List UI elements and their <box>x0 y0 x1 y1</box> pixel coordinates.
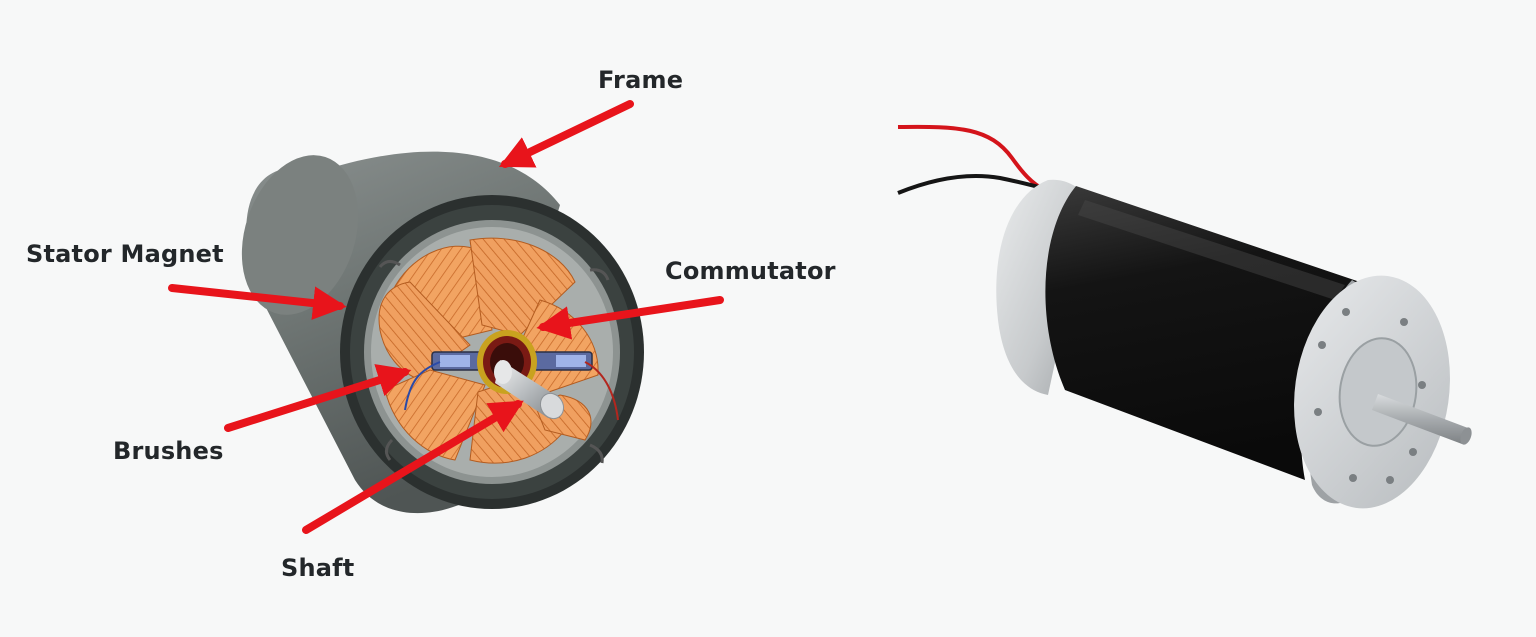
callout-arrows <box>168 100 724 534</box>
frame-arrow <box>498 100 634 168</box>
shaft <box>494 360 565 420</box>
motor-photo <box>897 124 1472 509</box>
shaft-arrow <box>302 400 524 534</box>
frame-back <box>241 155 359 315</box>
stator-magnet-label: Stator Magnet <box>26 240 224 268</box>
shaft-label: Shaft <box>281 554 355 582</box>
red-wire <box>897 124 1046 192</box>
stator-magnet-arrow <box>168 284 347 320</box>
brushes-label: Brushes <box>113 437 224 465</box>
output-shaft <box>1372 394 1472 445</box>
brushes-arrow <box>224 364 412 432</box>
commutator-label: Commutator <box>665 257 836 285</box>
mounting-holes <box>1314 308 1426 484</box>
black-wire <box>897 174 1051 195</box>
motor-body <box>1045 186 1360 480</box>
commutator-arrow <box>536 296 724 340</box>
frame-label: Frame <box>598 66 684 94</box>
